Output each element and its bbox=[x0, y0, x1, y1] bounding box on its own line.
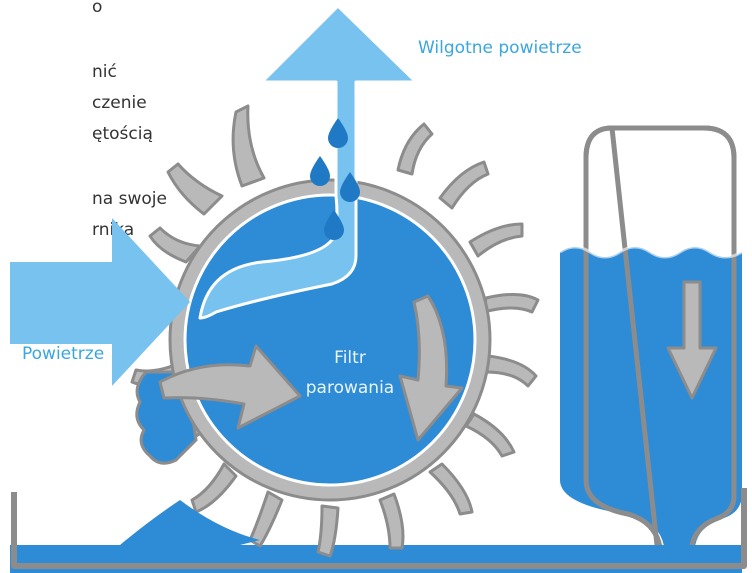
cut-text-line-5: na swoje bbox=[92, 189, 167, 209]
cut-text-line-1: o bbox=[92, 0, 103, 17]
cut-text-line-2: nić bbox=[92, 62, 117, 82]
air-label: Powietrze bbox=[22, 344, 105, 364]
filter-label-line-2: parowania bbox=[305, 378, 395, 398]
filter-label-line-1: Filtr bbox=[334, 348, 366, 368]
humid-air-label: Wilgotne powietrze bbox=[418, 38, 582, 58]
water-tray bbox=[10, 488, 747, 573]
curved-arrow-icon bbox=[398, 294, 464, 442]
up-arrow-icon bbox=[198, 4, 418, 320]
right-arrow-icon bbox=[10, 218, 190, 386]
evaporation-filter-wheel bbox=[128, 104, 540, 558]
curved-arrow-icon bbox=[158, 344, 302, 430]
cut-text-line-3: czenie bbox=[92, 93, 147, 113]
cut-text-line-4: ętością bbox=[92, 124, 153, 144]
down-arrow-icon bbox=[666, 280, 718, 400]
water-drop-icon bbox=[310, 118, 360, 240]
